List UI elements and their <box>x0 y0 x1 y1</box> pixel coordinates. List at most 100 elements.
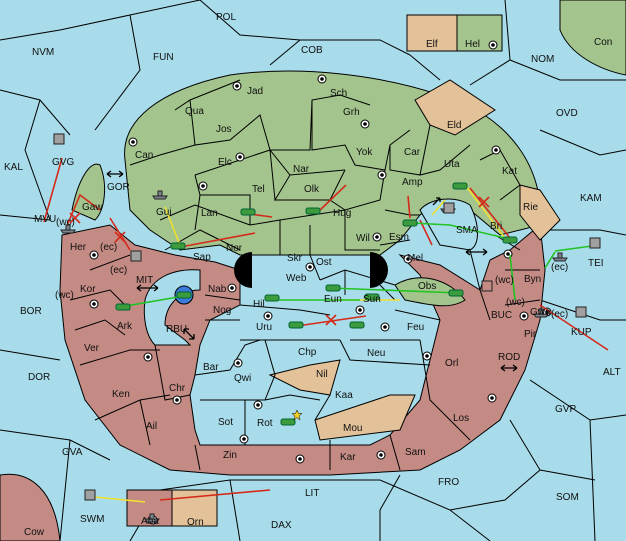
land-label-bar: Bar <box>203 362 219 373</box>
land-label-ark: Ark <box>117 321 133 332</box>
land-label-rot: Rot <box>257 418 273 429</box>
land-label-elf: Elf <box>426 39 438 50</box>
red-land-labels: Her Kor Ark Nab Nog Mel Obs Bri Rie Ver … <box>70 202 551 527</box>
land-label-nog: Nog <box>213 305 231 316</box>
land-label-qua: Qua <box>185 106 204 117</box>
sea-label-ovd: OVD <box>556 108 578 119</box>
land-label-elc: Elc <box>218 157 232 168</box>
land-label-gwa: Gwa <box>530 307 551 318</box>
land-label-cow: Cow <box>24 527 45 538</box>
land-label-gaw: Gaw <box>82 202 103 213</box>
land-elf[interactable] <box>406 14 458 52</box>
land-label-hel: Hel <box>465 39 480 50</box>
sea-label-con: Con <box>594 37 612 48</box>
land-gaw[interactable] <box>71 163 106 221</box>
sea-label-fun: FUN <box>153 52 174 63</box>
land-nil[interactable] <box>268 359 341 396</box>
sea-label-buc: BUC <box>491 310 512 321</box>
land-label-car: Car <box>404 147 421 158</box>
central-mountain <box>234 252 388 288</box>
land-label-zin: Zin <box>223 450 237 461</box>
land-label-olk: Olk <box>304 184 320 195</box>
land-label-orn: Orn <box>187 517 204 528</box>
order-arrows <box>43 157 609 503</box>
sea-label-lit: LIT <box>305 488 319 499</box>
land-label-hug: Hug <box>333 208 351 219</box>
land-borders <box>69 79 541 471</box>
coast-tag-wc-4: (wc) <box>506 297 525 308</box>
fleet-units <box>53 133 601 523</box>
sea-label-fro: FRO <box>438 477 459 488</box>
coast-tag-ec-1: (ec) <box>100 242 117 253</box>
sea-label-gvg: GVG <box>52 157 74 168</box>
land-label-qwi: Qwi <box>234 373 251 384</box>
neutral-land-labels: Elf Eld Nil Mou Orn <box>187 39 461 528</box>
land-label-eld: Eld <box>447 120 461 131</box>
land-label-lan: Lan <box>201 208 218 219</box>
green-land-labels: Jad Sch Qua Jos Grh Can Car Yok Elc Nar … <box>135 39 541 310</box>
land-label-grh: Grh <box>343 107 360 118</box>
sea-label-dor: DOR <box>28 372 50 383</box>
land-label-uta: Uta <box>444 159 460 170</box>
land-label-nil: Nil <box>316 369 328 380</box>
sea-label-rbu: RBU <box>166 324 187 335</box>
sea-label-kup: KUP <box>571 327 592 338</box>
sea-label-mit: MIT <box>136 275 153 286</box>
land-label-feu: Feu <box>407 322 424 333</box>
sea-label-tei: TEI <box>588 258 604 269</box>
land-label-amp: Amp <box>402 177 423 188</box>
sea-label-kam: KAM <box>580 193 602 204</box>
coast-tag-wc-3: (wc) <box>495 275 514 286</box>
land-label-los: Los <box>453 413 469 424</box>
land-label-sot: Sot <box>218 417 233 428</box>
coast-tag-ec-4: (ec) <box>551 309 568 320</box>
sea-label-som: SOM <box>556 492 579 503</box>
land-label-aba: Aba <box>141 516 159 527</box>
land-label-kat: Kat <box>502 166 517 177</box>
land-label-nor: Nor <box>226 243 243 254</box>
sea-label-bor: BOR <box>20 306 42 317</box>
land-label-wil: Wil <box>356 233 370 244</box>
land-label-rie: Rie <box>523 202 538 213</box>
land-label-sam: Sam <box>405 447 426 458</box>
land-label-hil: Hil <box>253 299 265 310</box>
land-label-skr: Skr <box>287 253 303 264</box>
coast-tag-wc-2: (wc) <box>55 290 74 301</box>
sea-label-cob: COB <box>301 45 323 56</box>
coast-tag-ec-3: (ec) <box>551 262 568 273</box>
sea-label-dax: DAX <box>271 520 292 531</box>
land-label-obs: Obs <box>418 281 436 292</box>
land-label-can: Can <box>135 150 153 161</box>
coast-tag-wc-1: (wc) <box>56 217 75 228</box>
sea-label-mvu: MVU <box>34 214 56 225</box>
sea-label-pol: POL <box>216 12 236 23</box>
sea-label-alt: ALT <box>603 367 621 378</box>
land-label-gui: Gui <box>156 207 172 218</box>
land-label-pir: Pir <box>524 329 537 340</box>
land-label-uru: Uru <box>256 322 272 333</box>
sea-label-sma: SMA <box>456 225 478 236</box>
land-rie-area <box>519 184 561 241</box>
land-label-nar: Nar <box>293 164 310 175</box>
sea-label-kal: KAL <box>4 162 23 173</box>
coast-tag-ec-2: (ec) <box>110 265 127 276</box>
land-label-eun: Eun <box>324 294 342 305</box>
sea-labels: POL NVM FUN COB NOM Con OVD KAL GVG GOR … <box>4 12 621 538</box>
green-units <box>115 182 518 426</box>
sea-label-nom: NOM <box>531 54 554 65</box>
sea-label-swm: SWM <box>80 514 104 525</box>
land-label-ver: Ver <box>84 343 100 354</box>
sea-label-gor: GOR <box>107 182 130 193</box>
land-label-web: Web <box>286 273 307 284</box>
land-label-sun: Sun <box>363 294 381 305</box>
cut-marks <box>69 196 490 326</box>
land-label-jad: Jad <box>247 86 263 97</box>
land-mou[interactable] <box>314 394 416 441</box>
land-label-bri: Bri <box>490 221 502 232</box>
land-eld[interactable] <box>414 79 496 136</box>
land-label-sch: Sch <box>330 88 347 99</box>
coast-tags: (wc) (ec) (ec) (wc) (wc) (ec) (wc) (ec) <box>55 217 568 320</box>
